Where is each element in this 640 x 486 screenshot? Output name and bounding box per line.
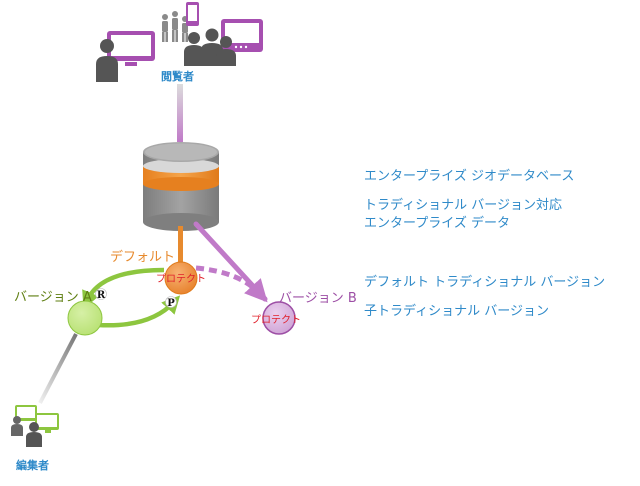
version-a-node <box>67 300 103 336</box>
version-b-protect-label: プロテクト <box>251 315 301 326</box>
version-a-label: バージョン A <box>14 290 92 305</box>
editor-connector-line <box>38 333 78 404</box>
viewer-connector-line <box>177 84 183 142</box>
default-to-version-b-dashed-arrow <box>195 265 268 303</box>
legend-enterprise-geodatabase: エンタープライズ ジオデータベース <box>364 169 575 184</box>
editor-group-icon <box>11 405 59 447</box>
default-label: デフォルト <box>110 250 176 265</box>
reconcile-marker-text: R <box>97 290 106 301</box>
post-marker: P <box>165 296 177 309</box>
version-b-node <box>262 301 296 335</box>
database-icon <box>143 142 219 231</box>
legend-traditional-versioned-data-line1: トラディショナル バージョン対応 <box>364 198 562 213</box>
default-connector-line <box>178 226 183 262</box>
viewers-label: 閲覧者 <box>161 70 194 83</box>
default-version-node <box>164 261 198 295</box>
version-b-label: バージョン B <box>279 291 357 306</box>
legend-child-traditional-version: 子トラディショナル バージョン <box>364 304 549 319</box>
legend-traditional-versioned-data-line2: エンタープライズ データ <box>364 216 510 231</box>
viewer-group-icon <box>96 2 263 82</box>
reconcile-marker: R <box>95 288 107 301</box>
editors-label: 編集者 <box>16 459 49 472</box>
default-protect-label: プロテクト <box>156 274 206 285</box>
legend-default-traditional-version: デフォルト トラディショナル バージョン <box>364 275 606 290</box>
reconcile-arrow <box>82 267 165 310</box>
post-arrow <box>97 295 181 328</box>
database-to-version-b-line <box>193 221 268 302</box>
post-marker-text: P <box>167 298 175 309</box>
